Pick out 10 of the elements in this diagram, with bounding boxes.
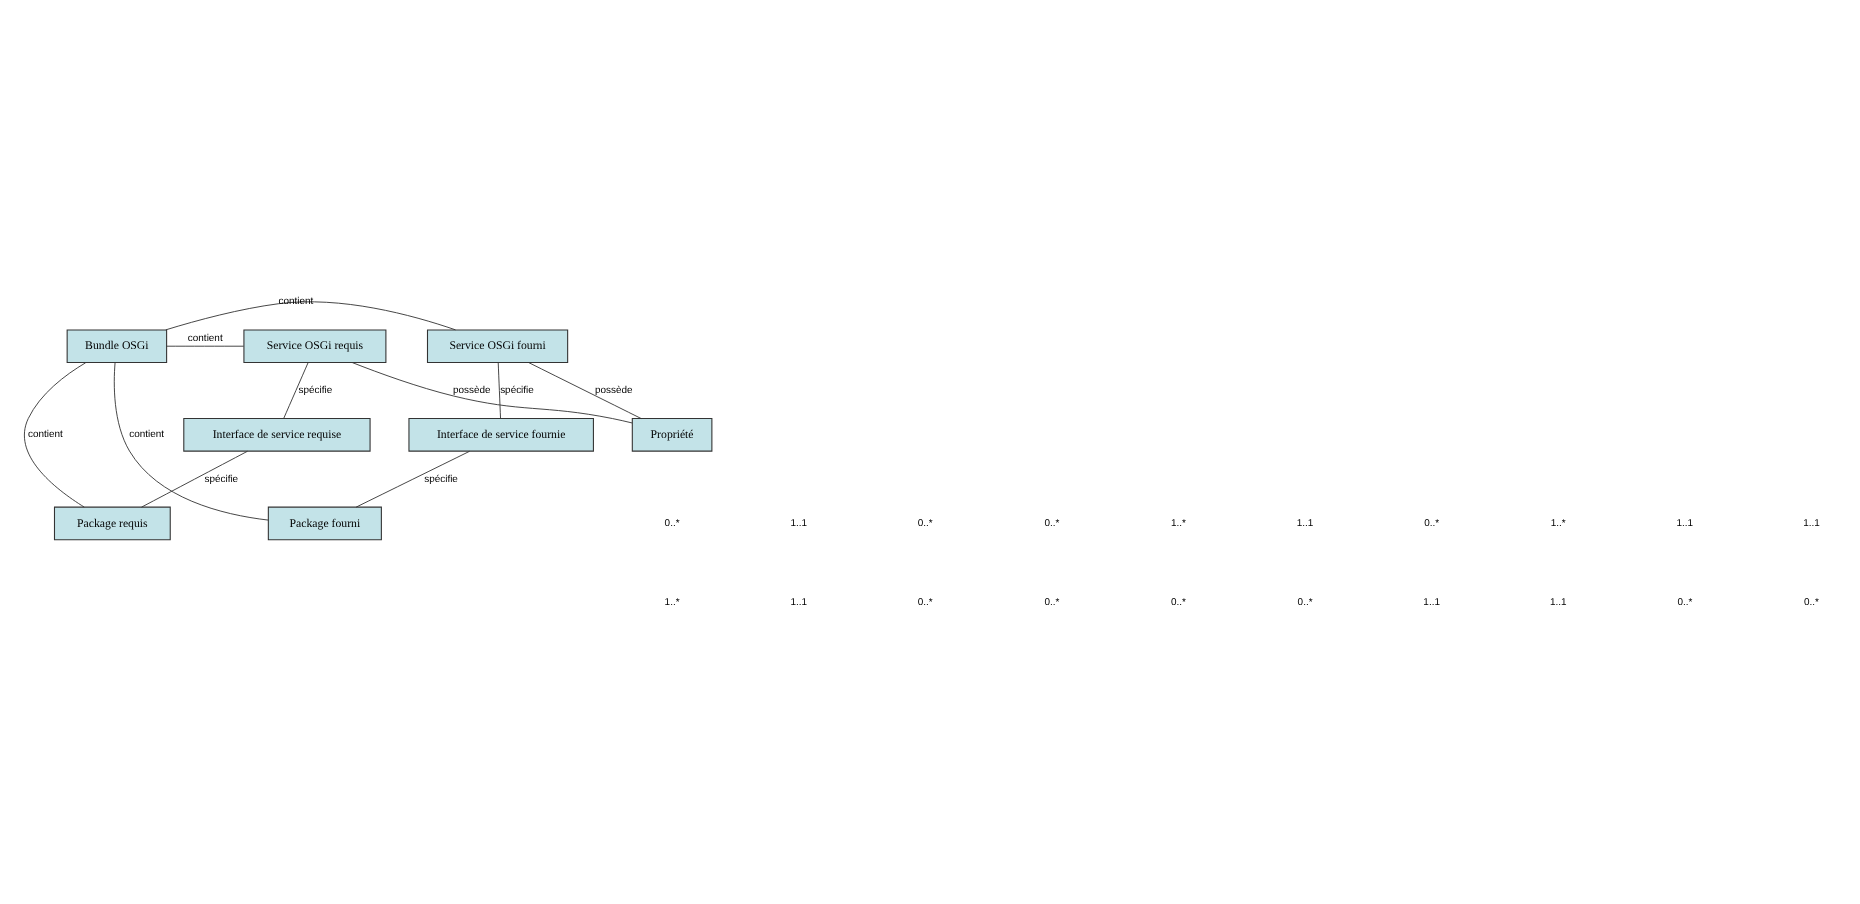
connector [113,362,269,521]
connector [355,450,471,508]
connector [166,345,245,347]
connector [283,362,309,419]
connector [528,362,642,419]
connector [497,362,501,419]
connector [351,362,633,424]
connector [23,362,87,508]
connector [165,301,456,331]
connector [141,450,248,508]
